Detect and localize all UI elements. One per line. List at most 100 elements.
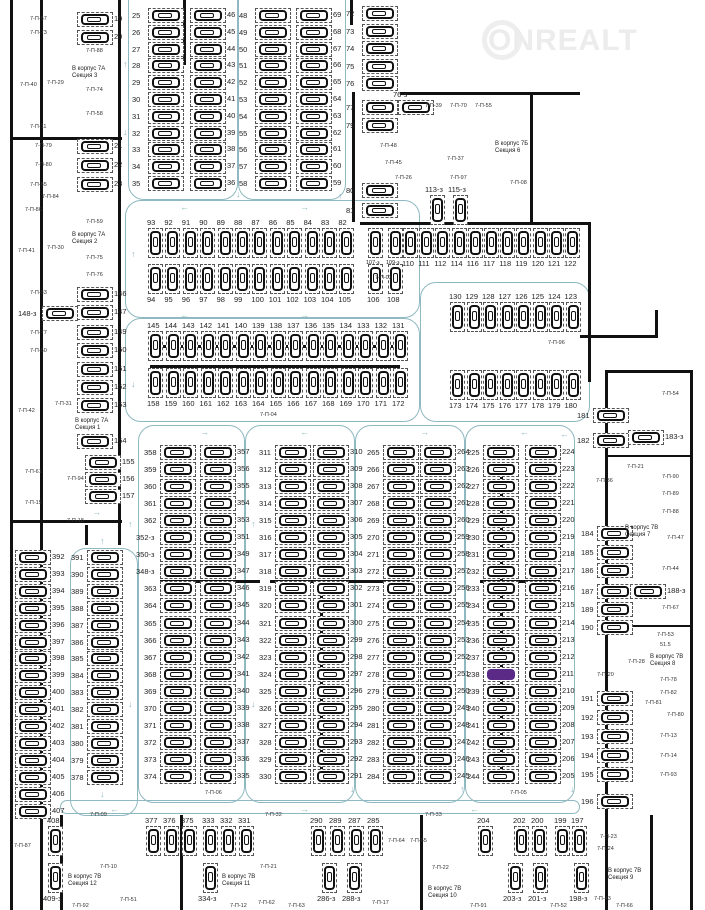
car-icon (279, 583, 307, 595)
car-icon (204, 770, 232, 782)
space-number: 381 (71, 722, 84, 731)
space-number: 161 (199, 399, 213, 408)
car-icon (518, 231, 530, 255)
car-icon (204, 481, 232, 493)
room-label: 7-П-47 (667, 535, 684, 541)
space-number: 303 (350, 566, 363, 576)
space-number: 405 (52, 771, 65, 781)
car-icon (46, 308, 74, 319)
space-number: 331 (238, 816, 251, 825)
car-icon (597, 435, 625, 446)
car-icon (152, 161, 180, 173)
space-number: 256 (457, 583, 470, 593)
room-label: 7-П-44 (662, 566, 679, 572)
direction-arrow-icon: ↓ (100, 789, 105, 799)
car-icon (332, 829, 343, 853)
space-number: 292 (350, 753, 363, 763)
space-number: 328 (259, 737, 272, 747)
car-icon (535, 866, 546, 890)
room-label: 7-П-84 (42, 194, 59, 200)
room-label: 7-П-23 (600, 834, 617, 840)
space-number: 141 (217, 321, 230, 330)
space-number: 89 (216, 218, 225, 227)
car-icon (424, 583, 452, 595)
space-number: 226 (467, 465, 480, 475)
car-icon (307, 334, 319, 358)
space-number: 29 (132, 78, 141, 88)
space-number: 121 (547, 259, 561, 268)
space-number: 319 (259, 584, 272, 594)
space-number: 133 (357, 321, 370, 330)
car-icon (184, 231, 196, 255)
space-number: 288-з (342, 894, 361, 903)
selected-car-icon (487, 668, 515, 680)
car-icon (204, 719, 232, 731)
car-icon (164, 464, 192, 476)
room-label: 7-П-52 (550, 903, 567, 909)
space-number: 315 (259, 516, 272, 526)
car-icon (424, 651, 452, 663)
car-icon (529, 583, 557, 595)
car-icon (279, 464, 307, 476)
car-icon (395, 371, 406, 395)
space-number: 230 (467, 533, 480, 543)
room-label: 7-П-87 (14, 843, 31, 849)
direction-arrow-icon: ↑ (128, 519, 133, 529)
car-icon (164, 685, 192, 697)
car-icon (601, 693, 629, 704)
section-entrance-label: В корпус 7В Секция 8 (650, 654, 684, 667)
car-icon (601, 750, 629, 761)
space-number: 69 (333, 10, 342, 19)
space-number: 176 (498, 401, 512, 410)
space-number: 160 (182, 399, 195, 408)
car-icon (259, 60, 287, 72)
car-icon (487, 702, 515, 714)
space-number: 206 (562, 753, 575, 763)
car-icon (317, 770, 345, 782)
car-icon (89, 491, 117, 502)
car-icon (529, 498, 557, 510)
room-label: 7-П-58 (86, 111, 103, 117)
space-number: 113-з (425, 185, 443, 194)
car-icon (152, 43, 180, 55)
space-number: 148-з (18, 309, 37, 318)
car-icon (307, 371, 319, 395)
space-number: 79 (346, 121, 355, 130)
space-number: 111 (418, 259, 430, 268)
space-number: 232 (467, 567, 480, 577)
room-label: 7-П-18 (67, 518, 84, 524)
space-number: 154 (114, 436, 127, 445)
space-number: 363 (144, 584, 157, 594)
space-number: 334-з (198, 894, 217, 903)
space-number: 402 (52, 721, 65, 730)
room-label: 7-П-91 (470, 903, 487, 909)
space-number: 272 (367, 567, 380, 577)
direction-arrow-icon: ↓ (128, 699, 133, 709)
car-icon (370, 829, 381, 853)
car-icon (91, 670, 119, 682)
car-icon (279, 481, 307, 493)
space-number: 131 (392, 321, 405, 330)
car-icon (254, 231, 266, 255)
driveway-lane (465, 425, 575, 803)
space-number: 255 (457, 600, 470, 610)
space-number: 222 (562, 481, 575, 491)
car-icon (204, 668, 232, 680)
room-label: 7-П-85 (30, 182, 47, 188)
car-icon (300, 144, 328, 156)
car-icon (290, 371, 301, 395)
car-icon (387, 651, 415, 663)
space-number: 220 (562, 515, 575, 525)
car-icon (487, 753, 515, 765)
space-number: 252 (457, 651, 470, 661)
space-number: 126 (515, 292, 528, 301)
driveway-lane (128, 0, 238, 200)
space-number: 36 (227, 178, 236, 187)
car-icon (387, 464, 415, 476)
space-number: 335 (237, 770, 250, 780)
space-number: 112 (434, 259, 447, 268)
car-icon (487, 481, 515, 493)
car-icon (597, 410, 625, 421)
car-icon (300, 110, 328, 122)
room-label: 7-П-80 (35, 162, 52, 168)
